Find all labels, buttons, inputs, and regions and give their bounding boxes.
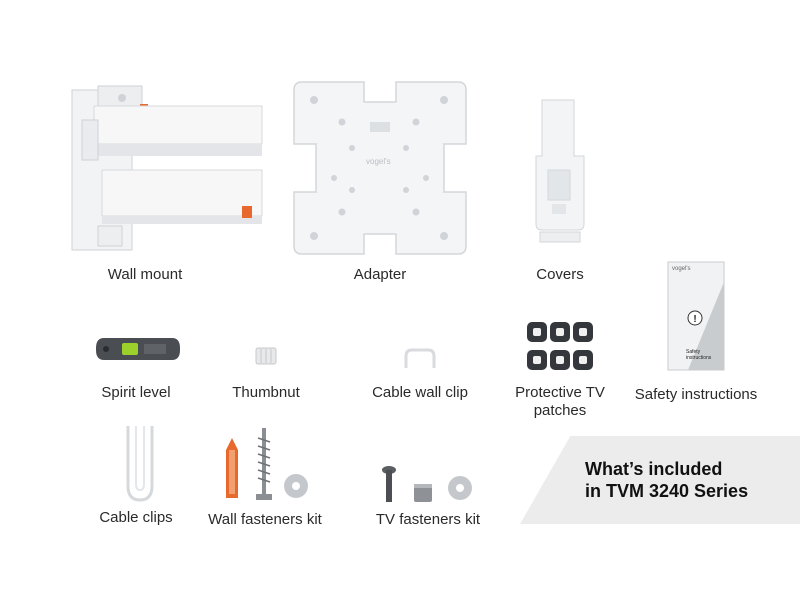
cable-clips-image xyxy=(126,426,154,502)
spirit-level-label: Spirit level xyxy=(101,384,171,401)
tv-fasteners-label: TV fasteners kit xyxy=(375,511,481,528)
wall-fasteners-image xyxy=(226,428,308,500)
banner-line-2: in TVM 3240 Series xyxy=(585,481,749,501)
cable-clips-label: Cable clips xyxy=(99,509,173,526)
safety-booklet-image: ! xyxy=(667,261,725,371)
thumbnut-label: Thumbnut xyxy=(232,384,300,401)
booklet-title: Safety instructions xyxy=(686,349,712,361)
covers-label: Covers xyxy=(536,266,584,283)
banner-heading: What’s included in TVM 3240 Series xyxy=(585,458,748,502)
wall-mount-image xyxy=(71,85,263,251)
banner-line-1: What’s included xyxy=(585,459,723,479)
tv-fasteners-image xyxy=(382,466,472,502)
cable-wall-clip-label: Cable wall clip xyxy=(372,384,468,401)
covers-image xyxy=(535,99,585,243)
protective-patches-label: Protective TV patches xyxy=(515,384,605,419)
svg-text:!: ! xyxy=(693,314,696,325)
svg-text:vogel's: vogel's xyxy=(366,157,391,166)
protective-patches-image xyxy=(527,322,593,370)
wall-mount-label: Wall mount xyxy=(107,266,183,283)
thumbnut-image xyxy=(255,347,277,365)
adapter-label: Adapter xyxy=(353,266,407,283)
cable-wall-clip-image xyxy=(404,348,436,368)
safety-instructions-label: Safety instructions xyxy=(634,386,758,403)
spirit-level-image xyxy=(96,338,180,360)
wall-fasteners-label: Wall fasteners kit xyxy=(208,511,322,528)
included-banner xyxy=(520,436,800,524)
adapter-image: vogel's xyxy=(293,81,467,255)
booklet-brand: vogel's xyxy=(672,266,691,272)
